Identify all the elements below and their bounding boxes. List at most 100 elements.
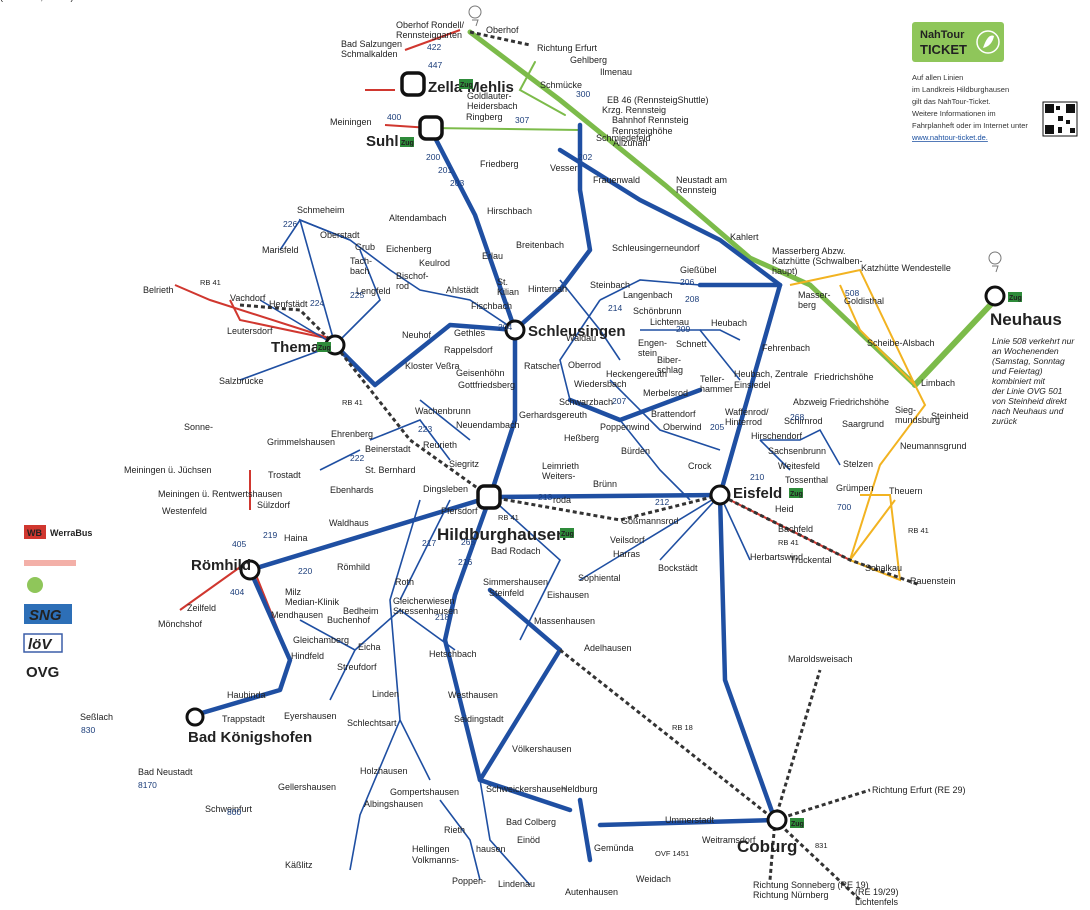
stop-label[interactable]: Goldlauter- [467, 91, 512, 101]
stop-label[interactable]: Käßlitz [285, 860, 313, 870]
stop-label[interactable]: Schalkau [865, 563, 902, 573]
stop-label[interactable]: Richtung Sonneberg (RE 19) [753, 880, 869, 890]
stop-label[interactable]: rod [396, 281, 409, 291]
stop-label[interactable]: Friedrichshöhe [814, 372, 874, 382]
stop-label[interactable]: Goßmannsrod [621, 516, 679, 526]
stop-label[interactable]: Leutersdorf [227, 326, 273, 336]
stop-label[interactable]: Sonne- [184, 422, 213, 432]
stop-label[interactable]: Seidingstadt [454, 714, 504, 724]
stop-label[interactable]: Biber- [657, 355, 681, 365]
stop-label[interactable]: Buchenhof [327, 615, 371, 625]
stop-label[interactable]: Marisfeld [262, 245, 299, 255]
stop-label[interactable]: Gemünda [594, 843, 634, 853]
stop-label[interactable]: Tach- [350, 256, 372, 266]
stop-label[interactable]: Steinheid [931, 411, 969, 421]
stop-label[interactable]: Siegritz [449, 459, 480, 469]
stop-label[interactable]: Rennsteighöhe [612, 126, 673, 136]
stop-label[interactable]: Gerhardsgereuth [519, 410, 587, 420]
stop-label[interactable]: Sieg- [895, 405, 916, 415]
stop-label[interactable]: Langenbach [623, 290, 673, 300]
stop-label[interactable]: Schmeheim [297, 205, 345, 215]
stop-label[interactable]: Herbartswind [750, 552, 803, 562]
stop-label[interactable]: bach [350, 266, 370, 276]
stop-label[interactable]: Geisenhöhn [456, 368, 505, 378]
stop-label[interactable]: Heßberg [564, 433, 599, 443]
stop-label[interactable]: Hinterrod [725, 417, 762, 427]
stop-label[interactable]: Frauenwald [593, 175, 640, 185]
stop-label[interactable]: St. Bernhard [365, 465, 416, 475]
stop-label[interactable]: Katzhütte Wendestelle [861, 263, 951, 273]
stop-label[interactable]: Schmiedefeld [596, 133, 651, 143]
stop-label[interactable]: Schmücke [540, 80, 582, 90]
stop-label[interactable]: Waffenrod/ [725, 407, 769, 417]
stop-label[interactable]: Westenfeld [162, 506, 207, 516]
stop-label[interactable]: Gehlberg [570, 55, 607, 65]
stop-label[interactable]: Schmalkalden [341, 49, 398, 59]
stop-label[interactable]: Grümpen [836, 483, 874, 493]
stop-label[interactable]: Haubinda [227, 690, 266, 700]
stop-label[interactable]: Weidach [636, 874, 671, 884]
stop-label[interactable]: Engen- [638, 338, 667, 348]
stop-label[interactable]: Hirschbach [487, 206, 532, 216]
hub-roemhild[interactable] [239, 559, 261, 581]
stop-label[interactable]: hammer [700, 384, 733, 394]
stop-label[interactable]: Schweickershausen [486, 784, 566, 794]
stop-label[interactable]: Erlau [482, 251, 503, 261]
stop-label[interactable]: Sülzdorf [257, 500, 291, 510]
stop-label[interactable]: Holzhausen [360, 766, 408, 776]
hub-schleusingen[interactable] [504, 319, 526, 341]
stop-label[interactable]: Katzhütte (Schwalben- [772, 256, 863, 266]
stop-label[interactable]: Trostadt [268, 470, 301, 480]
stop-label[interactable]: Weiters- [542, 471, 575, 481]
stop-label[interactable]: Kahlert [730, 232, 759, 242]
stop-label[interactable]: Kilian [497, 287, 519, 297]
stop-label[interactable]: Schnett [676, 339, 707, 349]
stop-label[interactable]: Massenhausen [534, 616, 595, 626]
stop-label[interactable]: Hetschbach [429, 649, 477, 659]
hub-neuhaus[interactable] [984, 285, 1006, 307]
stop-label[interactable]: Median-Klinik [285, 597, 340, 607]
stop-label[interactable]: Westhausen [448, 690, 498, 700]
stop-label[interactable]: Poppen- [452, 876, 486, 886]
stop-label[interactable]: Gellershausen [278, 782, 336, 792]
stop-label[interactable]: Schleusingerneundorf [612, 243, 700, 253]
stop-label[interactable]: Lichtenfels [855, 897, 899, 907]
stop-label[interactable]: Meiningen ü. Rentwertshausen [158, 489, 282, 499]
stop-label[interactable]: Bedheim [343, 606, 379, 616]
stop-label[interactable]: Heidersbach [467, 101, 518, 111]
hub-hildburghausen[interactable] [476, 484, 502, 510]
stop-label[interactable]: Bad Colberg [506, 817, 556, 827]
stop-label[interactable]: Wiedersbach [574, 379, 627, 389]
stop-label[interactable]: Stelzen [843, 459, 873, 469]
stop-label[interactable]: Mönchshof [158, 619, 203, 629]
stop-label[interactable]: Oberrod [568, 360, 601, 370]
stop-label[interactable]: Heid [775, 504, 794, 514]
stop-label[interactable]: Teller- [700, 374, 725, 384]
stop-label[interactable]: Wachenbrunn [415, 406, 471, 416]
stop-label[interactable]: Weitesfeld [778, 461, 820, 471]
stop-label[interactable]: Autenhausen [565, 887, 618, 897]
stop-label[interactable]: Vesser [550, 163, 578, 173]
stop-label[interactable]: Neuendambach [456, 420, 520, 430]
stop-label[interactable]: Sachsenbrunn [768, 446, 826, 456]
stop-label[interactable]: Krzg. Rennsteig [602, 105, 666, 115]
stop-label[interactable]: Hinternah [528, 284, 567, 294]
stop-label[interactable]: Saargrund [842, 419, 884, 429]
stop-label[interactable]: roda [553, 495, 571, 505]
stop-label[interactable]: Gethles [454, 328, 486, 338]
stop-label[interactable]: Fehrenbach [762, 343, 810, 353]
stop-label[interactable]: Rieth [444, 825, 465, 835]
stop-label[interactable]: Schweinfurt [205, 804, 253, 814]
stop-label[interactable]: Kloster Veßra [405, 361, 460, 371]
stop-label[interactable]: Fischbach [471, 301, 512, 311]
stop-label[interactable]: Eicha [358, 642, 381, 652]
stop-label[interactable]: Ahlstädt [446, 285, 479, 295]
stop-label[interactable]: (RE 19/29) [855, 887, 899, 897]
stop-label[interactable]: Mendhausen [271, 610, 323, 620]
stop-label[interactable]: Ummerstadt [665, 815, 715, 825]
stop-label[interactable]: Oberhof Rondell/ [396, 20, 465, 30]
stop-label[interactable]: Bad Rodach [491, 546, 541, 556]
stop-label[interactable]: Friedberg [480, 159, 519, 169]
stop-label[interactable]: Heubach, Zentrale [734, 369, 808, 379]
stop-label[interactable]: Merbelsrod [643, 388, 688, 398]
